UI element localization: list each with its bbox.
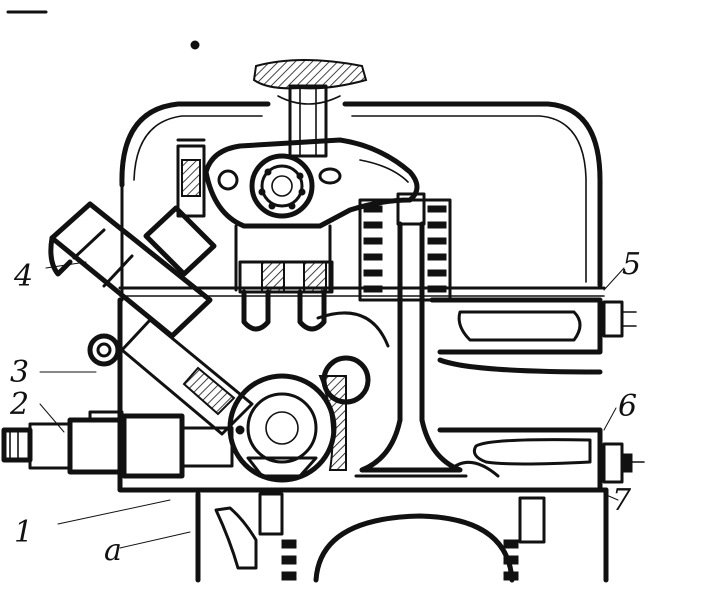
head-bolts xyxy=(238,260,334,332)
fuel-line-fitting xyxy=(1,410,245,479)
callout-5: 5 xyxy=(622,247,642,282)
callout-4: 4 xyxy=(14,259,34,294)
callout-2: 2 xyxy=(10,387,30,422)
valve-stem xyxy=(354,192,468,478)
injector-assembly xyxy=(48,201,254,436)
callout-1: 1 xyxy=(14,515,34,550)
right-bolt-lower xyxy=(602,442,645,484)
callout-3: 3 xyxy=(10,355,30,390)
valve-cover xyxy=(119,101,603,302)
lower-port xyxy=(437,427,603,493)
leader-lines xyxy=(39,261,625,549)
rocker-arm xyxy=(203,137,420,229)
stray-dot xyxy=(190,40,200,50)
rocker-support xyxy=(176,138,332,292)
idle-roller xyxy=(316,311,390,405)
exhaust-port xyxy=(429,297,603,375)
piston-rings-left xyxy=(281,539,297,581)
callout-a: a xyxy=(104,533,122,568)
valve-spring xyxy=(358,198,452,302)
piston-rings-right xyxy=(503,539,519,581)
crankcase-block xyxy=(117,297,609,583)
callout-7: 7 xyxy=(612,483,632,518)
callout-6: 6 xyxy=(618,389,638,424)
right-bolt-upper xyxy=(602,300,637,338)
